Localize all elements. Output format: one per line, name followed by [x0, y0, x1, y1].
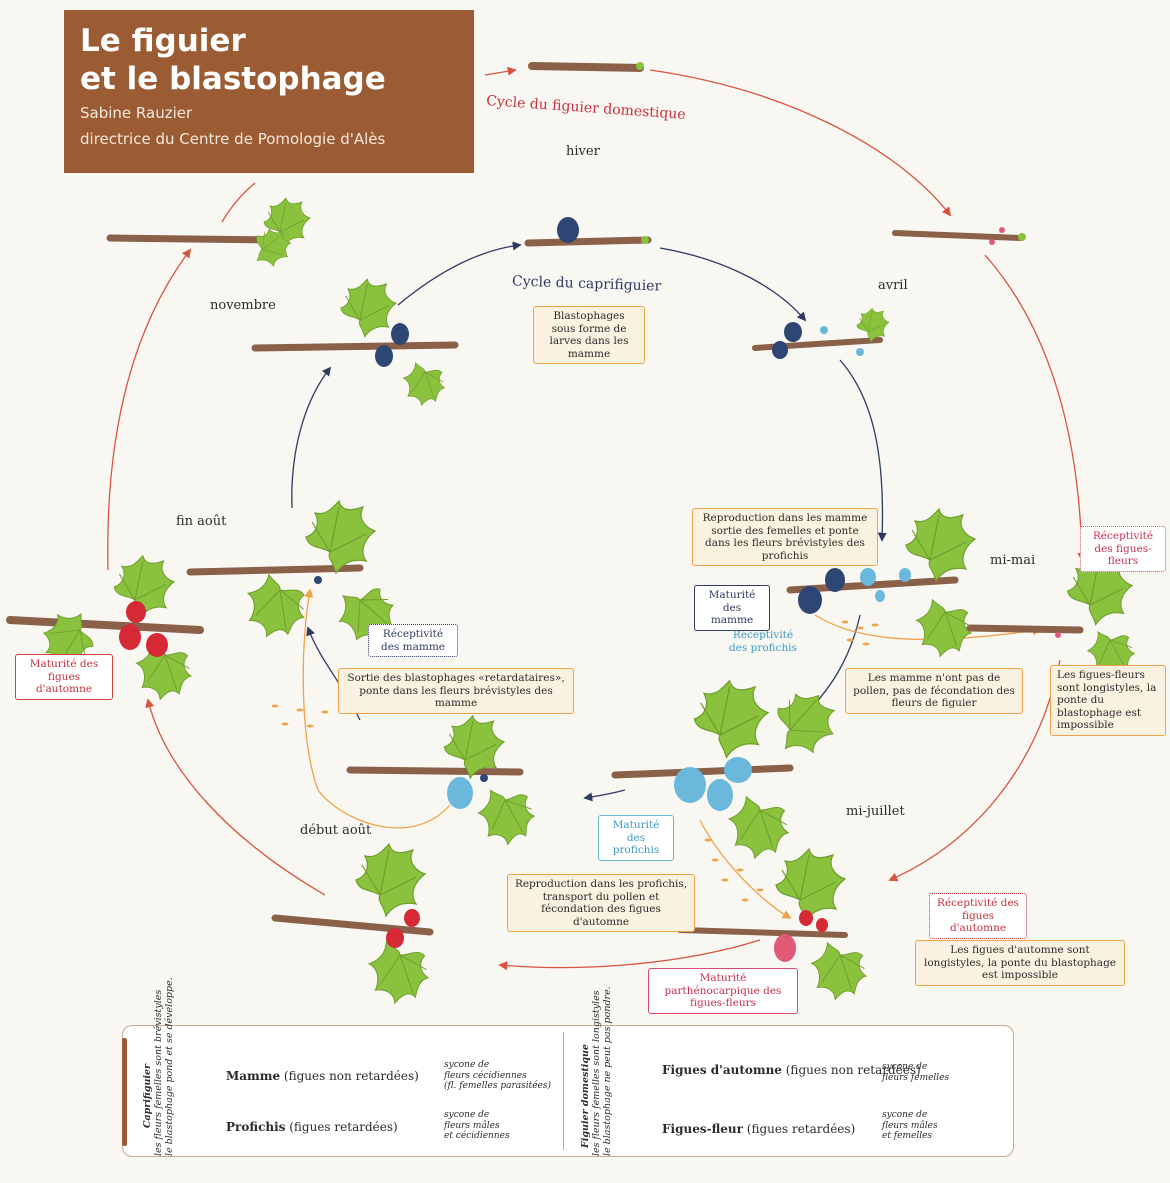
legend-caprifig-vertical: Caprifiguier les fleurs femelles sont br… [142, 977, 202, 1156]
arrow-wasp-mimai [814, 614, 1042, 641]
box-receptivite-profichis: Réceptivité des profichis [728, 629, 798, 654]
month-fin-aout: fin août [176, 514, 227, 529]
author-name: Sabine Rauzier [80, 104, 193, 122]
title-block: Le figuier et le blastophage Sabine Rauz… [64, 10, 474, 173]
arrow-debutaout-to-finaout [145, 698, 326, 896]
arrow-caprifig-7 [291, 366, 332, 509]
legend-note-profichis-2: fleurs mâles [444, 1120, 500, 1131]
wasp-dots [271, 620, 879, 902]
legend-note-automne-2: fleurs femelles [882, 1072, 950, 1083]
legend-figue-fleur: Figues-fleur (figues retardées) [662, 1122, 855, 1136]
wasp-flight-arrows [302, 588, 1042, 919]
legend-note-figue-fleur-2: fleurs mâles [882, 1120, 938, 1131]
legend-note-mamme-2: fleurs cécidiennes [444, 1070, 527, 1081]
profichis-figs [447, 326, 911, 811]
legend-caprifig-line1: les fleurs femelles sont brévistyles [153, 989, 164, 1156]
legend-mamme-rest: (figues non retardées) [280, 1069, 419, 1083]
legend-mamme-bold: Mamme [226, 1069, 281, 1083]
box-mamme-sans-pollen: Les mamme n'ont pas de pollen, pas de fé… [845, 668, 1023, 714]
legend-note-profichis-3: et cécidiennes [444, 1131, 510, 1141]
legend-note-automne-1: sycone de [882, 1062, 928, 1072]
legend-note-automne: sycone de fleurs femelles [882, 1062, 949, 1083]
arrow-caprifig-3 [839, 359, 887, 542]
box-receptivite-mamme: Réceptivité des mamme [368, 624, 458, 657]
main-title-line2: et le blastophage [80, 61, 386, 97]
arrow-mijuillet-to-debutaout [498, 939, 761, 971]
legend-mamme: Mamme (figues non retardées) [226, 1069, 419, 1083]
box-receptivite-automne: Réceptivité des figues d'automne [929, 893, 1027, 939]
box-maturite-mamme: Maturité des mamme [694, 585, 770, 631]
box-maturite-profichis: Maturité des profichis [598, 815, 674, 861]
legend-domestic-title: Figuier domestique [580, 1044, 591, 1148]
box-maturite-automne: Maturité des figues d'automne [15, 654, 113, 700]
box-blastophages-larves: Blastophages sous forme de larves dans l… [533, 306, 645, 364]
box-maturite-parthenocarpique: Maturité parthénocarpique des figues-fle… [648, 968, 798, 1014]
legend-profichis: Profichis (figues retardées) [226, 1120, 398, 1134]
box-figues-automne-longistyles: Les figues d'automne sont longistyles, l… [915, 940, 1125, 986]
legend-caprifig-title: Caprifiguier [142, 1063, 153, 1129]
arrow-caprifig-5 [583, 789, 626, 802]
legend-note-figue-fleur-1: sycone de [882, 1110, 928, 1120]
legend-domestic-line1: les fleurs femelles sont longistyles [591, 990, 602, 1156]
arrow-hiver-to-avril [649, 69, 952, 217]
legend-note-figue-fleur: sycone de fleurs mâles et femelles [882, 1110, 938, 1142]
legend-note-mamme: sycone de fleurs cécidiennes (fl. femell… [444, 1060, 551, 1092]
author-role: directrice du Centre de Pomologie d'Alès [80, 130, 386, 148]
month-hiver: hiver [566, 144, 600, 159]
legend-accent-bar [122, 1038, 127, 1146]
legend-note-profichis-1: sycone de [444, 1110, 490, 1120]
arrow-wasp-mijuillet [699, 819, 792, 919]
legend-caprifig-line2: le blastophage pond et se développe. [164, 977, 175, 1156]
legend-profichis-rest: (figues retardées) [285, 1120, 398, 1134]
figue-fleur-figs [774, 227, 1061, 962]
legend-profichis-bold: Profichis [226, 1120, 286, 1134]
box-reproduction-profichis: Reproduction dans les profichis, transpo… [507, 874, 695, 932]
arrow-avril-to-mimai [984, 254, 1087, 562]
month-novembre: novembre [210, 298, 276, 313]
month-avril: avril [878, 278, 908, 293]
legend-figue-fleur-rest: (figues retardées) [742, 1122, 856, 1136]
arrow-finaout-to-novembre [107, 248, 192, 571]
legend-note-figue-fleur-3: et femelles [882, 1131, 933, 1141]
legend-automne: Figues d'automne (figues non retardées) [662, 1063, 921, 1077]
month-mi-juillet: mi-juillet [846, 804, 905, 819]
legend-automne-rest: (figues non retardées) [781, 1063, 921, 1077]
month-mi-mai: mi-mai [990, 553, 1036, 568]
arrow-caprifig-1 [397, 241, 522, 306]
automne-figs [119, 601, 828, 948]
branches [6, 62, 1084, 938]
arrow-title-to-hiver [484, 66, 517, 76]
box-reproduction-mamme: Reproduction dans les mamme sortie des f… [692, 508, 878, 566]
month-debut-aout: début août [300, 823, 372, 838]
box-receptivite-figues-fleurs: Réceptivité des figues-fleurs [1080, 526, 1166, 572]
legend-note-mamme-1: sycone de [444, 1060, 490, 1070]
box-figues-fleurs-longistyles: Les figues-fleurs sont longistyles, la p… [1050, 665, 1166, 736]
main-title-line1: Le figuier [80, 23, 246, 59]
box-sortie-retardataires: Sortie des blastophages «retardataires»,… [338, 668, 574, 714]
legend-domestic-line2: le blastophage ne peut pas pondre. [602, 986, 613, 1156]
small-buds [636, 62, 1026, 244]
arrow-novembre-to-title [221, 182, 256, 223]
arrow-wasp-debutaout [302, 588, 451, 829]
legend-panel [122, 1025, 1014, 1157]
legend-note-profichis: sycone de fleurs mâles et cécidiennes [444, 1110, 510, 1142]
mamme-figs [314, 217, 845, 782]
legend-domestic-vertical: Figuier domestique les fleurs femelles s… [580, 986, 640, 1156]
arrow-caprifig-2 [659, 247, 807, 322]
legend-figue-fleur-bold: Figues-fleur [662, 1122, 743, 1136]
legend-separator [563, 1032, 564, 1150]
legend-automne-bold: Figues d'automne [662, 1063, 782, 1077]
legend-note-mamme-3: (fl. femelles parasitées) [444, 1081, 552, 1091]
